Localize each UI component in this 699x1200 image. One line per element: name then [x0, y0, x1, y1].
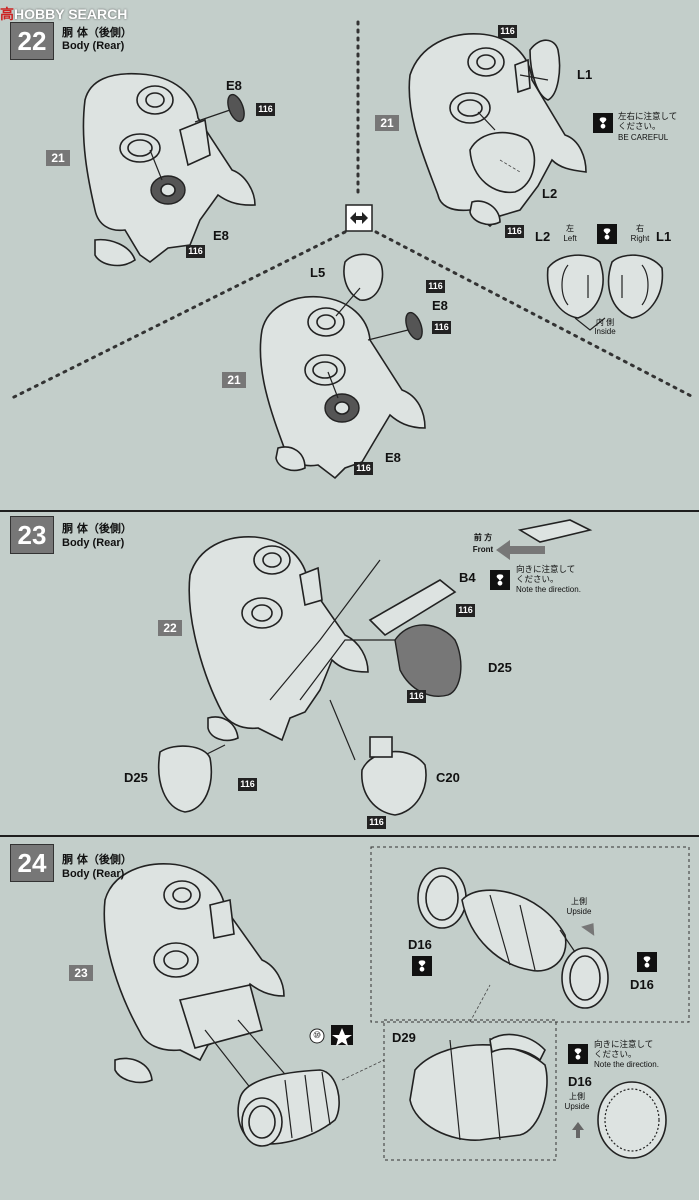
upside2-arrow-icon [572, 1122, 584, 1138]
label-d16-left: D16 [408, 937, 432, 952]
label-l2-b: L2 [542, 186, 558, 201]
step-23-badge: 23 [10, 516, 54, 554]
parent-part-22: 22 [158, 620, 182, 636]
label-e8-top-c: E8 [432, 298, 448, 313]
label-l1-b: L1 [577, 67, 593, 82]
part-b4-shape [368, 579, 457, 637]
caution-icon-24c: ❢ [568, 1044, 588, 1064]
parent-part-21c: 21 [222, 372, 246, 388]
body-22b [408, 33, 587, 228]
caution-icon-24a: ❢ [412, 956, 432, 976]
front-en: Front [472, 545, 494, 554]
note-en-24: Note the direction. [594, 1060, 659, 1069]
label-c20: C20 [436, 770, 460, 785]
separator-22-23 [0, 510, 699, 512]
inside-jp: 内 側 [595, 318, 615, 327]
color-116-c2: 116 [432, 321, 451, 334]
parent-part-23: 23 [69, 965, 93, 981]
note-jp-22-line1: 左右に注意して [618, 112, 678, 122]
body-22a [82, 72, 256, 267]
color-116-c1: 116 [426, 280, 445, 293]
front-arrow-icon [496, 540, 545, 560]
inside-en: Inside [594, 327, 616, 336]
color-116-b2: 116 [505, 225, 524, 238]
sub-step-number: ⑩ [312, 1030, 322, 1040]
label-l2-left: L2 [535, 229, 551, 244]
step-23-title-jp: 胴 体（後側） [62, 522, 132, 535]
step-22-title-jp: 胴 体（後側） [62, 26, 132, 39]
upside-en: Upside [566, 907, 592, 916]
upside2-jp: 上側 [569, 1092, 585, 1101]
separator-23-24 [0, 835, 699, 837]
body-23 [188, 536, 410, 761]
body-22c [259, 253, 426, 480]
upside-arrow-icon [581, 923, 595, 936]
color-116-a2: 116 [186, 245, 205, 258]
d16-ring-shape [597, 1081, 667, 1159]
part-d25-right-shape [394, 624, 462, 697]
label-d16-right: D16 [630, 977, 654, 992]
upside2-en: Upside [564, 1102, 590, 1111]
star-icon [332, 1028, 352, 1046]
body-24 [103, 863, 291, 1091]
label-e8-bottom-a: E8 [213, 228, 229, 243]
note-jp-22-line2: ください。 [618, 122, 661, 132]
color-116-23c: 116 [238, 778, 257, 791]
caution-icon-22b: ❢ [597, 224, 617, 244]
caution-icon-22: ❢ [593, 113, 613, 133]
hobby-search-watermark: 高HOBBY SEARCH [0, 6, 128, 22]
step-24-badge: 24 [10, 844, 54, 882]
step-24-title-jp: 胴 体（後側） [62, 853, 132, 866]
parent-part-21b: 21 [375, 115, 399, 131]
color-116-23d: 116 [367, 816, 386, 829]
armor-plates-detail [546, 254, 664, 331]
cylinder-assembly-24 [237, 1069, 340, 1147]
note-jp-23-line2: ください。 [516, 575, 559, 585]
front-jp: 前 方 [473, 533, 493, 542]
label-e8-top-a: E8 [226, 78, 242, 93]
color-116-a1: 116 [256, 103, 275, 116]
step-24-title-en: Body (Rear) [62, 868, 125, 880]
label-e8-bottom-c: E8 [385, 450, 401, 465]
part-c20-shape [361, 750, 427, 816]
label-d25-right: D25 [488, 660, 512, 675]
note-jp-23-line1: 向きに注意して [516, 565, 576, 575]
upside-jp: 上側 [571, 897, 587, 906]
label-b4: B4 [459, 570, 476, 585]
caution-icon-24b: ❢ [637, 952, 657, 972]
swap-arrows-icon [350, 212, 366, 224]
color-116-c3: 116 [354, 462, 373, 475]
part-d25-left-shape [158, 745, 212, 813]
zoom-box-d29 [383, 1019, 557, 1161]
left-jp: 左 [566, 224, 574, 233]
caution-icon-23: ❢ [490, 570, 510, 590]
step-23-title-en: Body (Rear) [62, 537, 125, 549]
d29-half-detail [409, 1033, 548, 1141]
d16-cylinder-detail [417, 867, 609, 1009]
step-22-title-en: Body (Rear) [62, 40, 125, 52]
label-d29: D29 [392, 1030, 416, 1045]
right-en: Right [630, 234, 650, 243]
color-116-23a: 116 [456, 604, 475, 617]
note-en-23: Note the direction. [516, 585, 581, 594]
label-l5: L5 [310, 265, 326, 280]
right-jp: 右 [636, 224, 644, 233]
zoom-box-d16 [370, 846, 690, 1023]
parent-part-21a: 21 [46, 150, 70, 166]
label-d25-left: D25 [124, 770, 148, 785]
color-116-23b: 116 [407, 690, 426, 703]
divider-left-diagonal [10, 230, 347, 400]
note-jp-24-line2: ください。 [594, 1050, 637, 1060]
step-22-badge: 22 [10, 22, 54, 60]
label-l1-right: L1 [656, 229, 672, 244]
left-en: Left [563, 234, 577, 243]
note-en-22: BE CAREFUL [618, 133, 669, 142]
label-d16-bottom: D16 [568, 1074, 592, 1089]
note-jp-24-line1: 向きに注意して [594, 1040, 654, 1050]
color-116-b1: 116 [498, 25, 517, 38]
